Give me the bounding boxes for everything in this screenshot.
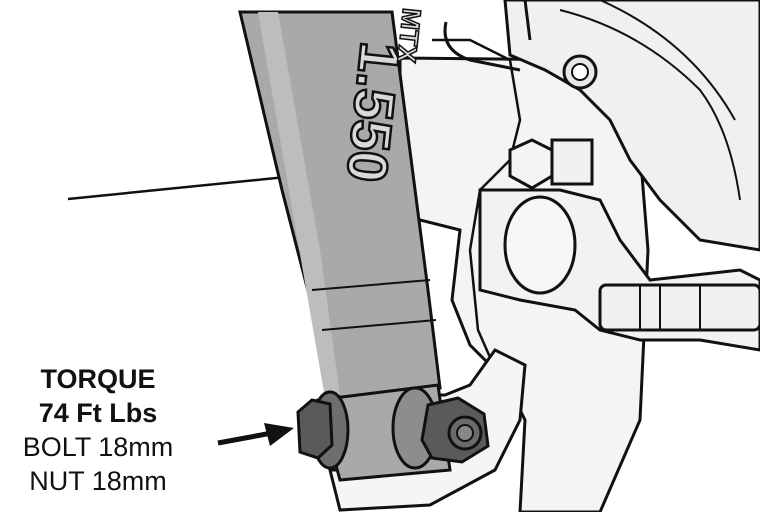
caliper-bolt-shank bbox=[550, 138, 594, 186]
shock-highlight bbox=[258, 12, 340, 398]
torque-label: TORQUE bbox=[40, 364, 156, 394]
shock-absorber: 1.550 MTX bbox=[238, 6, 442, 402]
brake-fitting-inner bbox=[571, 63, 589, 81]
bolt-end-inner bbox=[456, 424, 474, 442]
caliper-detail-2 bbox=[599, 0, 736, 121]
nut-size: NUT 18mm bbox=[29, 466, 167, 496]
arrow-right-icon bbox=[217, 423, 294, 446]
brake-line bbox=[443, 21, 521, 72]
shock-side-text: MTX bbox=[391, 7, 427, 65]
bolt-size: BOLT 18mm bbox=[22, 432, 174, 462]
bolt-head bbox=[296, 398, 334, 460]
caliper-bolt-hex bbox=[508, 138, 554, 190]
caliper-detail bbox=[559, 9, 741, 201]
leader-line bbox=[67, 175, 287, 201]
shock-seam-2 bbox=[321, 319, 437, 331]
torque-callout: TORQUE 74 Ft Lbs BOLT 18mm NUT 18mm bbox=[0, 362, 196, 498]
shock-seam bbox=[311, 279, 431, 291]
tie-rod bbox=[598, 283, 760, 332]
torque-value: 74 Ft Lbs bbox=[38, 398, 158, 428]
brake-line-2 bbox=[523, 0, 532, 41]
knuckle-boss bbox=[503, 195, 577, 295]
